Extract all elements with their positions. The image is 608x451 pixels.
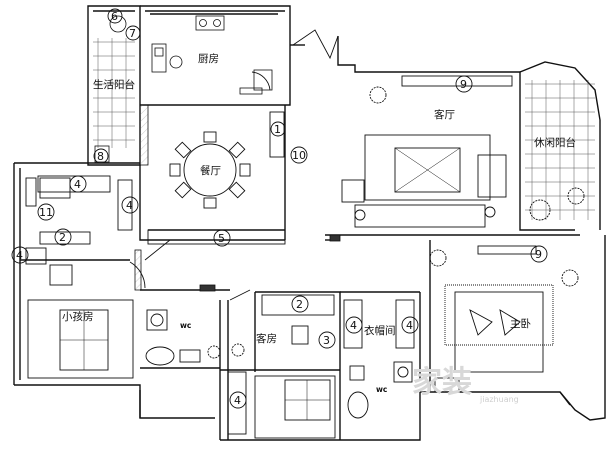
room-label-master-bedroom: 主卧 [510,317,531,330]
room-label-leisure-balcony: 休闲阳台 [534,136,576,149]
wc-fixtures [145,299,415,419]
marker-3: 3 [323,334,330,347]
watermark: 家装 jiazhuang [412,365,519,404]
dining-table [169,131,251,209]
markers [11,8,548,409]
marker-4-cloak-left: 4 [350,319,357,332]
marker-7: 7 [129,27,136,40]
balcony-fixtures [94,15,127,163]
watermark-text: 家装 [412,365,472,400]
marker-11: 11 [39,206,53,219]
room-label-living-balcony: 生活阳台 [93,78,135,91]
living-room-furniture [341,75,585,228]
room-label-kids-room: 小孩房 [62,310,94,323]
room-label-living-room: 客厅 [434,108,455,121]
marker-6: 6 [111,10,118,23]
marker-5: 5 [218,232,225,245]
leisure-balcony-tiles [525,80,595,220]
marker-4-guest-bottom: 4 [234,394,241,407]
marker-8: 8 [97,150,104,163]
guest-room-furniture [254,294,336,439]
room-label-wc-left: wc [180,321,191,330]
room-label-dining: 餐厅 [200,164,221,177]
kitchen-fixtures [151,15,273,95]
room-label-kitchen: 厨房 [198,52,219,65]
marker-4-cloak-right: 4 [406,319,413,332]
hatched-walls [134,104,341,292]
room-label-guest-room: 客房 [256,332,277,345]
living-balcony-tiles [93,38,135,148]
marker-4-kids-left: 4 [16,249,23,262]
room-label-cloakroom: 衣帽间 [364,324,396,337]
marker-9-living: 9 [460,78,467,91]
master-bedroom-furniture [429,245,579,393]
marker-4-kids-side: 4 [126,199,133,212]
watermark-subtext: jiazhuang [479,395,519,404]
marker-9-master: 9 [535,248,542,261]
room-label-wc-right: wc [376,385,387,394]
marker-4-kids-top: 4 [74,178,81,191]
marker-2-guest: 2 [296,298,303,311]
marker-10: 10 [292,149,306,162]
kids-room-furniture [25,177,134,379]
doors [129,29,339,301]
marker-2-kids: 2 [59,231,66,244]
marker-1: 1 [274,123,281,136]
